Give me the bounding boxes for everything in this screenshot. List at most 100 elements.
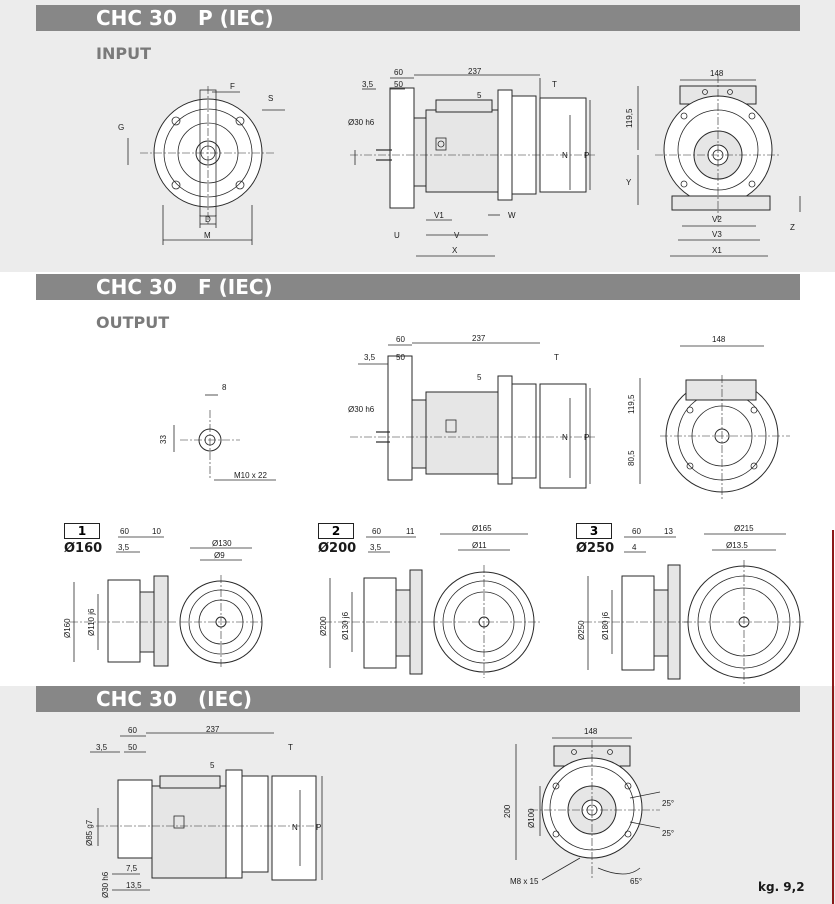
dim-148: 148 bbox=[712, 335, 726, 344]
dim-3-5: 3,5 bbox=[96, 743, 108, 752]
output-end-view: 148 119,5 80,5 bbox=[627, 335, 790, 500]
dim-50: 50 bbox=[394, 80, 403, 89]
header-model: CHC 30 bbox=[96, 687, 177, 711]
section-subtitle-output: OUTPUT bbox=[96, 313, 170, 332]
dim-U: U bbox=[394, 231, 400, 240]
dim-60: 60 bbox=[394, 68, 403, 77]
dim-X1: X1 bbox=[712, 246, 722, 255]
dim-spigot: Ø180 j6 bbox=[601, 611, 610, 640]
dim-T: T bbox=[554, 353, 559, 362]
header-variant: P (IEC) bbox=[198, 6, 274, 30]
dim-60: 60 bbox=[372, 527, 381, 536]
input-end-view: 148 119,5 Y V2 V3 X1 Z bbox=[625, 69, 801, 257]
dim-119-5: 119,5 bbox=[627, 394, 636, 414]
dim-P: P bbox=[316, 823, 321, 832]
dim-3-5: 3,5 bbox=[362, 80, 374, 89]
dim-3-5: 3,5 bbox=[118, 543, 130, 552]
dim-N: N bbox=[562, 433, 568, 442]
dim-8: 8 bbox=[222, 383, 227, 392]
dim-dia: Ø160 bbox=[63, 618, 72, 638]
dim-33: 33 bbox=[159, 435, 168, 444]
dim-spigot: Ø110 j6 bbox=[87, 608, 96, 636]
dim-hole: Ø11 bbox=[472, 541, 487, 550]
dim-60: 60 bbox=[632, 527, 641, 536]
dim-5: 5 bbox=[477, 373, 482, 382]
dim-3-5: 3,5 bbox=[364, 353, 376, 362]
dim-237: 237 bbox=[472, 334, 486, 343]
dim-V1: V1 bbox=[434, 211, 444, 220]
dim-dia: Ø200 bbox=[319, 616, 328, 636]
dim-4: 4 bbox=[632, 543, 637, 552]
dim-P: P bbox=[584, 151, 589, 160]
dim-X: X bbox=[452, 246, 458, 255]
dim-M10: M10 x 22 bbox=[234, 471, 267, 480]
flange-option-1: 60 10 3,5 Ø160 Ø110 j6 Ø130 Ø9 bbox=[63, 527, 263, 668]
dim-148: 148 bbox=[710, 69, 724, 78]
dim-thread: M8 x 15 bbox=[510, 877, 539, 886]
dim-60: 60 bbox=[128, 726, 137, 735]
weight-label: kg. 9,2 bbox=[758, 880, 805, 894]
dim-spigot: Ø130 j6 bbox=[341, 611, 350, 640]
iec-end-view: 148 200 Ø100 25° 25° 65° M8 x 15 bbox=[503, 727, 674, 886]
dim-60: 60 bbox=[120, 527, 129, 536]
dim-V2: V2 bbox=[712, 215, 722, 224]
dim-80-5: 80,5 bbox=[627, 450, 636, 466]
dim-3-5: 3,5 bbox=[370, 543, 382, 552]
dim-G: G bbox=[118, 123, 124, 132]
dim-60: 60 bbox=[396, 335, 405, 344]
flange-option-2: 60 11 3,5 Ø200 Ø130 j6 Ø165 Ø11 bbox=[319, 524, 540, 678]
output-shaft-view: 8 33 M10 x 22 bbox=[159, 383, 276, 481]
header-model: CHC 30 bbox=[96, 6, 177, 30]
flange-option-3: 60 13 4 Ø250 Ø180 j6 Ø215 Ø13.5 bbox=[577, 524, 805, 684]
dim-T: T bbox=[552, 80, 557, 89]
dim-shaft: Ø30 h6 bbox=[101, 871, 110, 898]
header-model: CHC 30 bbox=[96, 275, 177, 299]
dim-V: V bbox=[454, 231, 460, 240]
dim-50: 50 bbox=[396, 353, 405, 362]
edge-accent-line bbox=[832, 530, 834, 904]
flange-number-1: 1 bbox=[64, 523, 100, 539]
dim-D: D bbox=[205, 215, 211, 224]
dim-pcd: Ø215 bbox=[734, 524, 754, 533]
dim-10: 10 bbox=[152, 527, 161, 536]
dim-5: 5 bbox=[477, 91, 482, 100]
section-header-f-iec: CHC 30 F (IEC) bbox=[36, 274, 800, 300]
dim-7-5: 7,5 bbox=[126, 864, 138, 873]
header-variant: (IEC) bbox=[198, 687, 253, 711]
dim-spigot: Ø85 g7 bbox=[85, 819, 94, 846]
dim-S: S bbox=[268, 94, 273, 103]
flange-diameter-1: Ø160 bbox=[64, 541, 103, 556]
dim-F: F bbox=[230, 82, 235, 91]
dim-50: 50 bbox=[128, 743, 137, 752]
dim-13: 13 bbox=[664, 527, 673, 536]
dim-hole: Ø13.5 bbox=[726, 541, 748, 550]
input-front-view: F S G D M bbox=[118, 82, 285, 245]
section-subtitle-input: INPUT bbox=[96, 44, 151, 63]
flange-diameter-3: Ø250 bbox=[576, 541, 615, 556]
dim-angle-25-top: 25° bbox=[662, 799, 674, 808]
dim-dia-100: Ø100 bbox=[527, 808, 536, 828]
dim-237: 237 bbox=[206, 725, 220, 734]
dim-13-5: 13,5 bbox=[126, 881, 142, 890]
dim-pcd: Ø165 bbox=[472, 524, 492, 533]
dim-W: W bbox=[508, 211, 516, 220]
dim-148: 148 bbox=[584, 727, 598, 736]
dim-dia: Ø250 bbox=[577, 620, 586, 640]
dim-M: M bbox=[204, 231, 211, 240]
iec-side-view: 60 237 3,5 50 T 5 N P Ø85 g7 Ø30 h6 7,5 … bbox=[85, 725, 323, 898]
dim-11: 11 bbox=[406, 527, 415, 536]
dim-P: P bbox=[584, 433, 589, 442]
flange-diameter-2: Ø200 bbox=[318, 541, 357, 556]
dim-5: 5 bbox=[210, 761, 215, 770]
flange-number-3: 3 bbox=[576, 523, 612, 539]
dim-N: N bbox=[292, 823, 298, 832]
dim-200: 200 bbox=[503, 804, 512, 818]
dim-shaft: Ø30 h6 bbox=[348, 405, 375, 414]
dim-237: 237 bbox=[468, 67, 482, 76]
dim-hole: Ø9 bbox=[214, 551, 225, 560]
dim-Z: Z bbox=[790, 223, 795, 232]
output-side-view: 60 237 3,5 50 T Ø30 h6 5 N P bbox=[348, 334, 595, 489]
dim-angle-65: 65° bbox=[630, 877, 642, 886]
input-side-view: 3,5 60 50 237 T Ø30 h6 5 N P U V1 V W X bbox=[348, 67, 595, 257]
